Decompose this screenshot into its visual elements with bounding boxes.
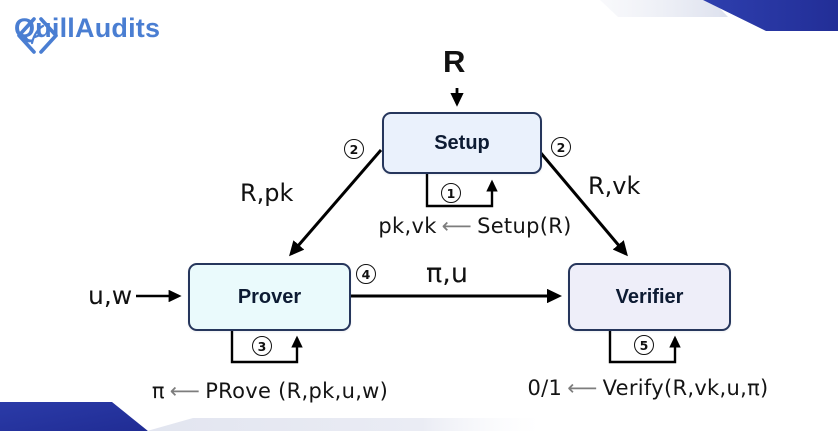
- step-3-badge: 3: [252, 336, 272, 356]
- left-arrow-glyph: ⟵: [567, 376, 598, 400]
- prover-equation-lhs: π: [151, 379, 165, 403]
- setup-equation: pk,vk⟵Setup(R): [345, 214, 605, 238]
- prover-equation-rhs: PRove (R,pk,u,w): [205, 379, 389, 403]
- bottom-left-gray-band: [147, 418, 540, 431]
- setup-equation-lhs: pk,vk: [378, 214, 437, 238]
- prover-node: Prover: [188, 263, 351, 331]
- verifier-node: Verifier: [568, 263, 731, 331]
- arrow-setup-to-verifier: [538, 151, 628, 257]
- step-1-badge: 1: [441, 183, 461, 203]
- step-5-badge: 5: [634, 335, 654, 355]
- step-2-badge-right: 2: [551, 137, 571, 157]
- verifier-equation-rhs: Verify(R,vk,u,π): [602, 376, 769, 400]
- top-right-blue-band: [703, 0, 838, 31]
- step-2-badge-left: 2: [344, 139, 364, 159]
- top-right-gray-band: [600, 0, 728, 17]
- edge-label-r-vk: R,vk: [588, 172, 641, 200]
- arrow-setup-to-prover: [289, 149, 383, 257]
- verifier-equation-lhs: 0/1: [527, 376, 563, 400]
- verifier-self-loop: [608, 328, 681, 364]
- relation-input-label: R: [443, 44, 466, 79]
- verifier-node-label: Verifier: [615, 285, 684, 308]
- edge-label-r-pk: R,pk: [240, 179, 294, 207]
- setup-node: Setup: [382, 112, 542, 174]
- brand-name: QuillAudits: [14, 13, 161, 43]
- prover-node-label: Prover: [237, 285, 302, 308]
- left-arrow-glyph: ⟵: [169, 379, 201, 403]
- edge-label-pi-u: π,u: [426, 258, 468, 289]
- verifier-equation: 0/1⟵Verify(R,vk,u,π): [518, 376, 778, 400]
- left-arrow-glyph: ⟵: [441, 214, 473, 238]
- diagram-arrows: [136, 88, 681, 364]
- prover-self-loop: [230, 328, 303, 364]
- step-4-badge: 4: [356, 264, 376, 284]
- witness-input-label: u,w: [88, 281, 133, 310]
- prover-equation: π⟵PRove (R,pk,u,w): [140, 379, 400, 403]
- bottom-left-blue-band: [0, 402, 148, 431]
- quillaudits-logo-icon: [17, 17, 58, 54]
- setup-equation-rhs: Setup(R): [477, 214, 572, 238]
- brand-logo: QuillAudits: [14, 13, 161, 54]
- setup-self-loop: [425, 171, 498, 208]
- setup-node-label: Setup: [434, 131, 490, 154]
